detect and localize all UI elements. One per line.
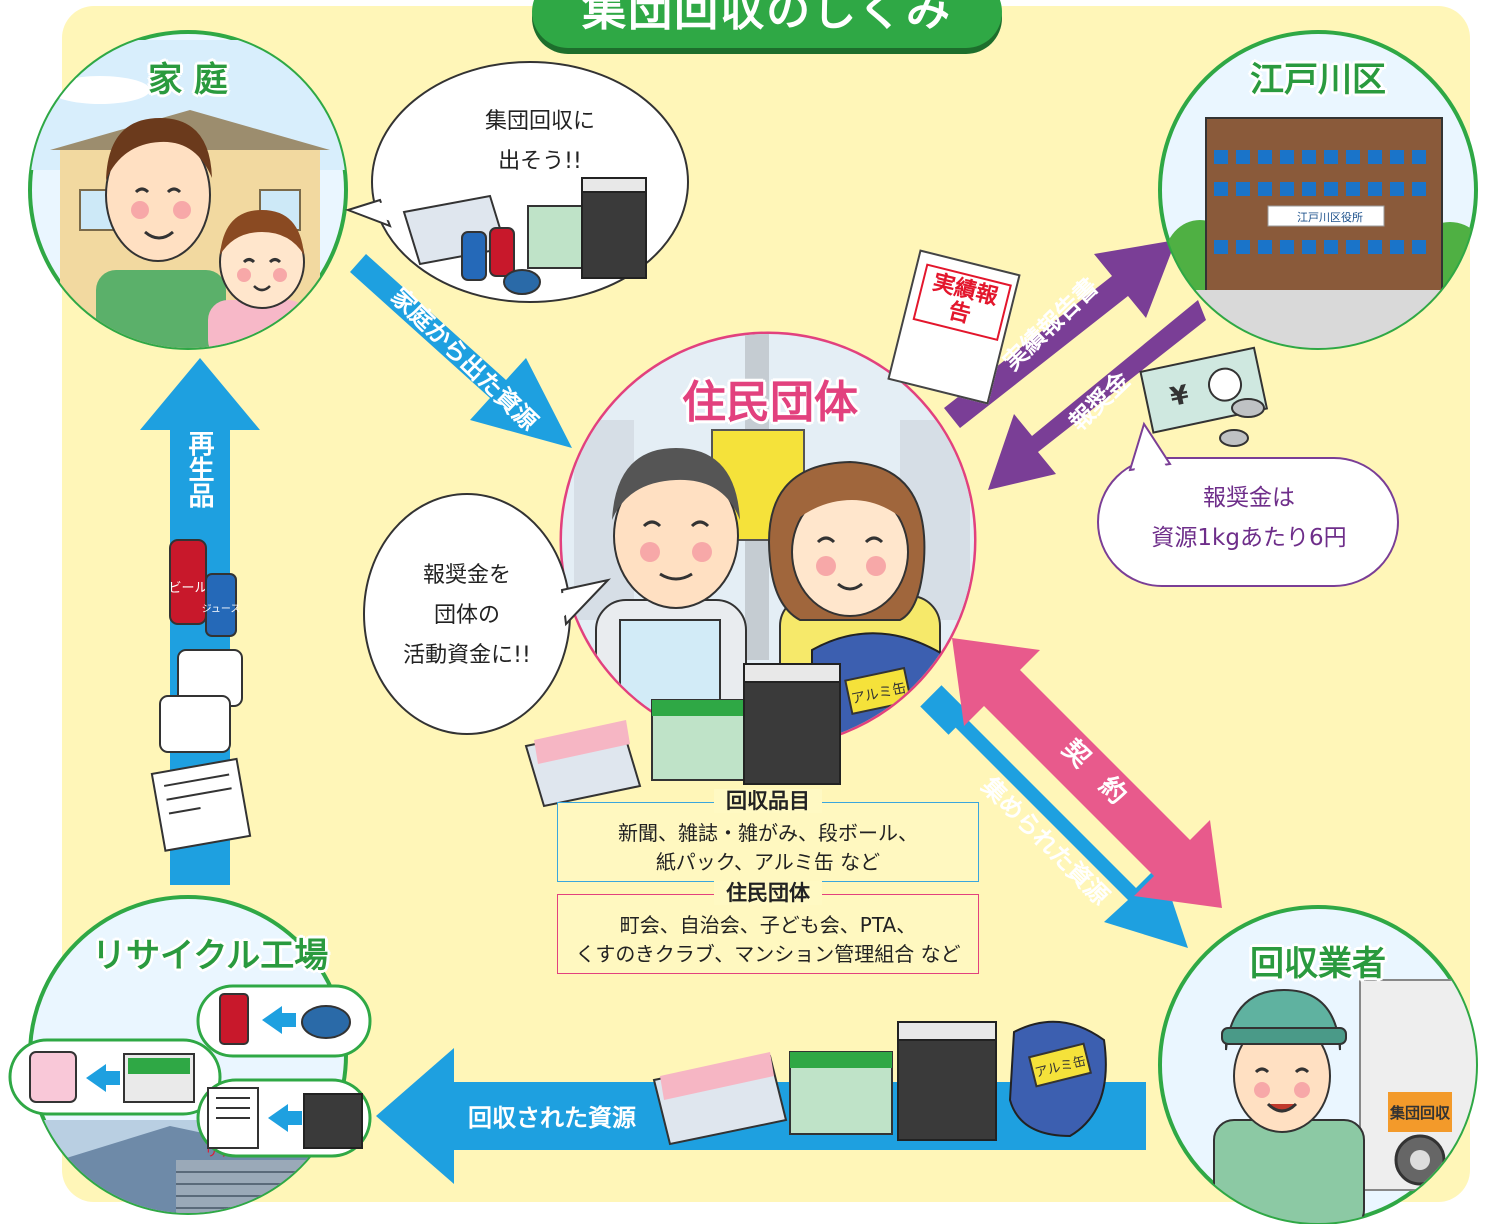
collected-items-box: 回収品目 新聞、雑誌・雑がみ、段ボール、 紙パック、アルミ缶 など — [557, 789, 979, 882]
bubble-line: 集団回収に — [484, 109, 595, 134]
arrow-label-recycled-products: 再生品 — [184, 430, 214, 508]
household-circle — [28, 30, 348, 350]
residents-bubble-text: 報奨金を 団体の 活動資金に!! — [400, 556, 534, 676]
reward-bubble-text: 報奨金は 資源1kgあたり6円 — [1110, 478, 1388, 558]
can-label-juice: ジュース — [202, 604, 241, 615]
recycled-products-illustration: ビール ジュース — [150, 539, 252, 852]
coin — [1219, 429, 1249, 447]
collected-items-heading: 回収品目 — [714, 789, 822, 813]
resident-groups-line: くすのきクラブ、マンション管理組合 など — [575, 942, 961, 966]
bubble-line: 活動資金に!! — [403, 643, 531, 668]
arrow-label-collector-to-factory: 回収された資源 — [468, 1104, 636, 1132]
resource-bundles-bottom: アルミ缶 — [652, 1020, 1107, 1146]
collected-items-line: 新聞、雑誌・雑がみ、段ボール、 — [618, 821, 918, 845]
coin — [1231, 398, 1265, 418]
bubble-line: 出そう!! — [498, 149, 582, 174]
bubble-line: 報奨金を — [422, 563, 511, 588]
residents-speech-bubble — [363, 493, 611, 735]
city-hall-sign: 江戸川区役所 — [1297, 210, 1363, 224]
label-recycle-factory: リサイクル工場 — [92, 936, 329, 976]
truck-sign: 集団回収 — [1389, 1104, 1451, 1122]
label-household: 家 庭 — [148, 60, 228, 100]
resident-groups-line: 町会、自治会、子ども会、PTA、 — [619, 913, 917, 937]
report-paper-label: 実績報告 — [912, 263, 1012, 342]
household-bubble-text: 集団回収に 出そう!! — [470, 102, 610, 182]
resident-groups-box: 住民団体 町会、自治会、子ども会、PTA、 くすのきクラブ、マンション管理組合 … — [557, 881, 979, 974]
recycle-process-pills — [8, 984, 372, 1158]
bubble-line: 団体の — [433, 603, 500, 628]
arrow-contract — [952, 638, 1222, 908]
bubble-line: 報奨金は — [1203, 485, 1295, 511]
label-residents: 住民団体 — [682, 377, 858, 428]
household-speech-bubble — [344, 61, 689, 303]
resident-groups-heading: 住民団体 — [714, 881, 822, 905]
can-label-beer: ビール — [168, 581, 207, 596]
diagram-title: 集団回収のしくみ — [532, 0, 1002, 48]
collector-circle: 集団回収 — [1158, 905, 1478, 1224]
arrow-report — [944, 240, 1176, 428]
label-collector: 回収業者 — [1250, 944, 1386, 984]
bubble-line: 資源1kgあたり6円 — [1151, 525, 1347, 551]
collected-items-line: 紙パック、アルミ缶 など — [655, 850, 881, 874]
arrow-residents-to-collector — [920, 685, 1188, 948]
label-ward: 江戸川区 — [1250, 60, 1386, 100]
arrow-household-to-residents — [350, 254, 572, 448]
arrow-reward — [988, 300, 1206, 490]
resource-bundles-center — [524, 663, 841, 808]
svg-text:¥: ¥ — [1168, 380, 1192, 413]
reward-speech-bubble — [1097, 421, 1399, 587]
